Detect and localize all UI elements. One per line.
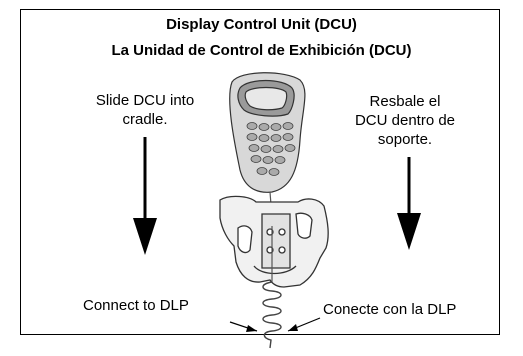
dcu-device-icon <box>229 72 306 193</box>
title-english: Display Control Unit (DCU) <box>166 16 357 33</box>
connect-label-spanish: Conecte con la DLP <box>323 301 457 318</box>
slide-instruction-spanish-line3: soporte. <box>377 131 433 148</box>
slide-instruction-english-line2: cradle. <box>122 111 168 128</box>
cradle-icon <box>219 195 329 288</box>
slide-instruction-english-line1: Slide DCU into <box>95 92 195 109</box>
left-down-arrow <box>133 137 157 255</box>
left-pointer-arrow <box>229 321 258 332</box>
slide-instruction-spanish-line2: DCU dentro de <box>354 112 456 129</box>
title-spanish: La Unidad de Control de Exhibición (DCU) <box>111 42 412 59</box>
coiled-cable-icon <box>262 281 282 349</box>
right-pointer-arrow <box>287 317 321 332</box>
right-down-arrow <box>397 157 421 250</box>
connect-label-english: Connect to DLP <box>83 297 189 314</box>
slide-instruction-spanish-line1: Resbale el <box>369 93 441 110</box>
